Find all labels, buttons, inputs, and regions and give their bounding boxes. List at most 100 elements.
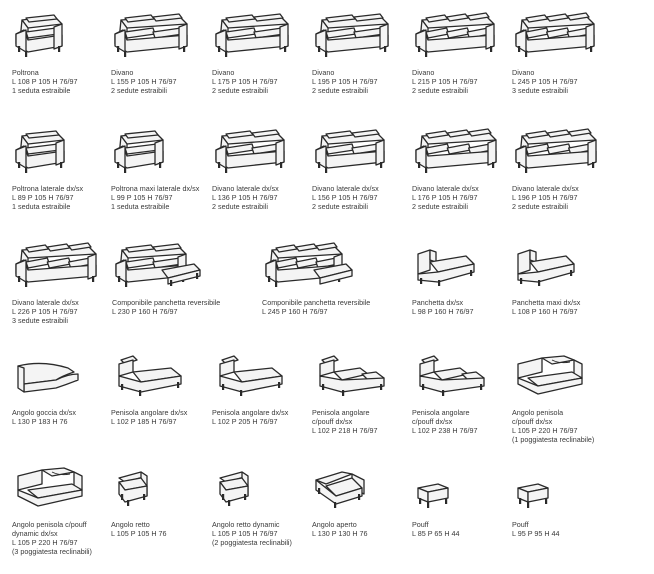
item-dimensions: L 196 P 105 H 76/97 (512, 193, 578, 202)
item-note: 2 sedute estraibili (312, 86, 368, 95)
item-dimensions: L 215 P 105 H 76/97 (412, 77, 478, 86)
item-dimensions: L 245 P 105 H 76/97 (512, 77, 578, 86)
sofa2-icon (212, 10, 302, 65)
sofa2-icon (312, 10, 402, 65)
item-name: Poltrona (12, 68, 39, 77)
item-note: (2 poggiatesta reclinabili) (212, 538, 292, 547)
item-name: Divano laterale dx/sx (412, 184, 479, 193)
catalog-item-pouff-95: Pouff L 95 P 95 H 44 (512, 462, 612, 538)
item-caption: Penisola angolare c/pouff dx/sx L 102 P … (312, 408, 412, 435)
item-caption: Poltrona L 108 P 105 H 76/97 1 seduta es… (12, 68, 112, 95)
item-note: 1 seduta estraibile (12, 86, 71, 95)
item-caption: Divano L 155 P 105 H 76/97 2 sedute estr… (111, 68, 211, 95)
item-dimensions: L 95 P 95 H 44 (512, 529, 560, 538)
item-dimensions: L 156 P 105 H 76/97 (312, 193, 378, 202)
catalog-item-divano-245: Divano L 245 P 105 H 76/97 3 sedute estr… (512, 10, 612, 95)
catalog-item-angolo-retto-dynamic: Angolo retto dynamic L 105 P 105 H 76/97… (212, 462, 312, 547)
item-name: Penisola angolare dx/sx (212, 408, 289, 417)
item-name: Divano laterale dx/sx (212, 184, 279, 193)
item-name: Divano laterale dx/sx (512, 184, 579, 193)
catalog-item-divano-laterale-226: Divano laterale dx/sx L 226 P 105 H 76/9… (12, 240, 112, 325)
item-name: Componibile panchetta reversibile (112, 298, 221, 307)
item-caption: Divano L 245 P 105 H 76/97 3 sedute estr… (512, 68, 612, 95)
item-caption: Penisola angolare dx/sx L 102 P 205 H 76… (212, 408, 312, 426)
item-name: Penisola angolare (412, 408, 470, 417)
chaiseWide-icon (262, 240, 353, 295)
item-dimensions: L 130 P 130 H 76 (312, 529, 368, 538)
peninsulaPouff-icon (412, 350, 502, 405)
item-dimensions: L 175 P 105 H 76/97 (212, 77, 278, 86)
catalog-item-divano-195: Divano L 195 P 105 H 76/97 2 sedute estr… (312, 10, 412, 95)
item-name: Angolo retto dynamic (212, 520, 280, 529)
corner-icon (212, 462, 302, 517)
item-dimensions: L 89 P 105 H 76/97 (12, 193, 74, 202)
item-name: Angolo retto (111, 520, 150, 529)
bench-icon (512, 240, 602, 295)
item-subtitle: dynamic dx/sx (12, 529, 58, 538)
peninsula-icon (111, 350, 201, 405)
item-caption: Poltrona maxi laterale dx/sx L 99 P 105 … (111, 184, 211, 211)
item-note: (1 poggiatesta reclinabile) (512, 435, 595, 444)
cornerPeninsula-icon (12, 462, 102, 517)
item-caption: Panchetta maxi dx/sx L 108 P 160 H 76/97 (512, 298, 612, 316)
sofa3-icon (512, 10, 602, 65)
item-name: Pouff (512, 520, 529, 529)
catalog-item-penisola-pouff-238: Penisola angolare c/pouff dx/sx L 102 P … (412, 350, 512, 435)
item-caption: Penisola angolare dx/sx L 102 P 185 H 76… (111, 408, 211, 426)
peninsula-icon (212, 350, 302, 405)
item-note: 1 seduta estraibile (111, 202, 170, 211)
catalog-item-divano-155: Divano L 155 P 105 H 76/97 2 sedute estr… (111, 10, 211, 95)
catalog-item-poltrona: Poltrona L 108 P 105 H 76/97 1 seduta es… (12, 10, 112, 95)
drop-icon (12, 350, 102, 405)
item-note: (3 poggiatesta reclinabili) (12, 547, 92, 556)
item-dimensions: L 108 P 160 H 76/97 (512, 307, 578, 316)
catalog-item-pouff-85: Pouff L 85 P 65 H 44 (412, 462, 512, 538)
item-name: Divano (312, 68, 335, 77)
item-caption: Angolo penisola c/pouff dx/sx L 105 P 22… (512, 408, 612, 444)
item-caption: Angolo penisola c/pouff dynamic dx/sx L … (12, 520, 112, 556)
item-name: Angolo aperto (312, 520, 357, 529)
catalog-item-poltrona-laterale: Poltrona laterale dx/sx L 89 P 105 H 76/… (12, 126, 112, 211)
pouff-icon (512, 462, 602, 517)
item-caption: Panchetta dx/sx L 98 P 160 H 76/97 (412, 298, 512, 316)
catalog-item-penisola-pouff-218: Penisola angolare c/pouff dx/sx L 102 P … (312, 350, 412, 435)
item-note: 2 sedute estraibili (512, 202, 568, 211)
item-dimensions: L 226 P 105 H 76/97 (12, 307, 78, 316)
item-dimensions: L 155 P 105 H 76/97 (111, 77, 177, 86)
catalog-item-angolo-aperto: Angolo aperto L 130 P 130 H 76 (312, 462, 412, 538)
item-caption: Angolo retto dynamic L 105 P 105 H 76/97… (212, 520, 312, 547)
item-name: Divano laterale dx/sx (12, 298, 79, 307)
item-note: 2 sedute estraibili (212, 86, 268, 95)
side1-icon (111, 126, 201, 181)
item-dimensions: L 108 P 105 H 76/97 (12, 77, 78, 86)
catalog-item-angolo-goccia: Angolo goccia dx/sx L 130 P 183 H 76 (12, 350, 112, 426)
item-name: Divano laterale dx/sx (312, 184, 379, 193)
peninsulaPouff-icon (312, 350, 402, 405)
side2-icon (312, 126, 402, 181)
side3-icon (512, 126, 602, 181)
item-name: Divano (212, 68, 235, 77)
item-caption: Componibile panchetta reversibile L 230 … (112, 298, 221, 316)
item-dimensions: L 99 P 105 H 76/97 (111, 193, 173, 202)
item-dimensions: L 136 P 105 H 76/97 (212, 193, 278, 202)
armchair-icon (12, 10, 102, 65)
item-caption: Angolo retto L 105 P 105 H 76 (111, 520, 211, 538)
item-dimensions: L 230 P 160 H 76/97 (112, 307, 178, 316)
catalog-item-panchetta-maxi: Panchetta maxi dx/sx L 108 P 160 H 76/97 (512, 240, 612, 316)
item-note: 3 sedute estraibili (12, 316, 68, 325)
item-name: Penisola angolare (312, 408, 370, 417)
catalog-item-componibile-245: Componibile panchetta reversibile L 245 … (262, 240, 382, 316)
item-subtitle: c/pouff dx/sx (312, 417, 353, 426)
side3-icon (12, 240, 102, 295)
item-dimensions: L 102 P 185 H 76/97 (111, 417, 177, 426)
item-dimensions: L 130 P 183 H 76 (12, 417, 68, 426)
catalog-item-angolo-retto: Angolo retto L 105 P 105 H 76 (111, 462, 211, 538)
catalog-item-divano-175: Divano L 175 P 105 H 76/97 2 sedute estr… (212, 10, 312, 95)
bench-icon (412, 240, 502, 295)
item-caption: Pouff L 95 P 95 H 44 (512, 520, 612, 538)
item-name: Pouff (412, 520, 429, 529)
item-note: 1 seduta estraibile (12, 202, 71, 211)
item-name: Poltrona laterale dx/sx (12, 184, 84, 193)
item-name: Panchetta maxi dx/sx (512, 298, 581, 307)
item-subtitle: c/pouff dx/sx (512, 417, 553, 426)
